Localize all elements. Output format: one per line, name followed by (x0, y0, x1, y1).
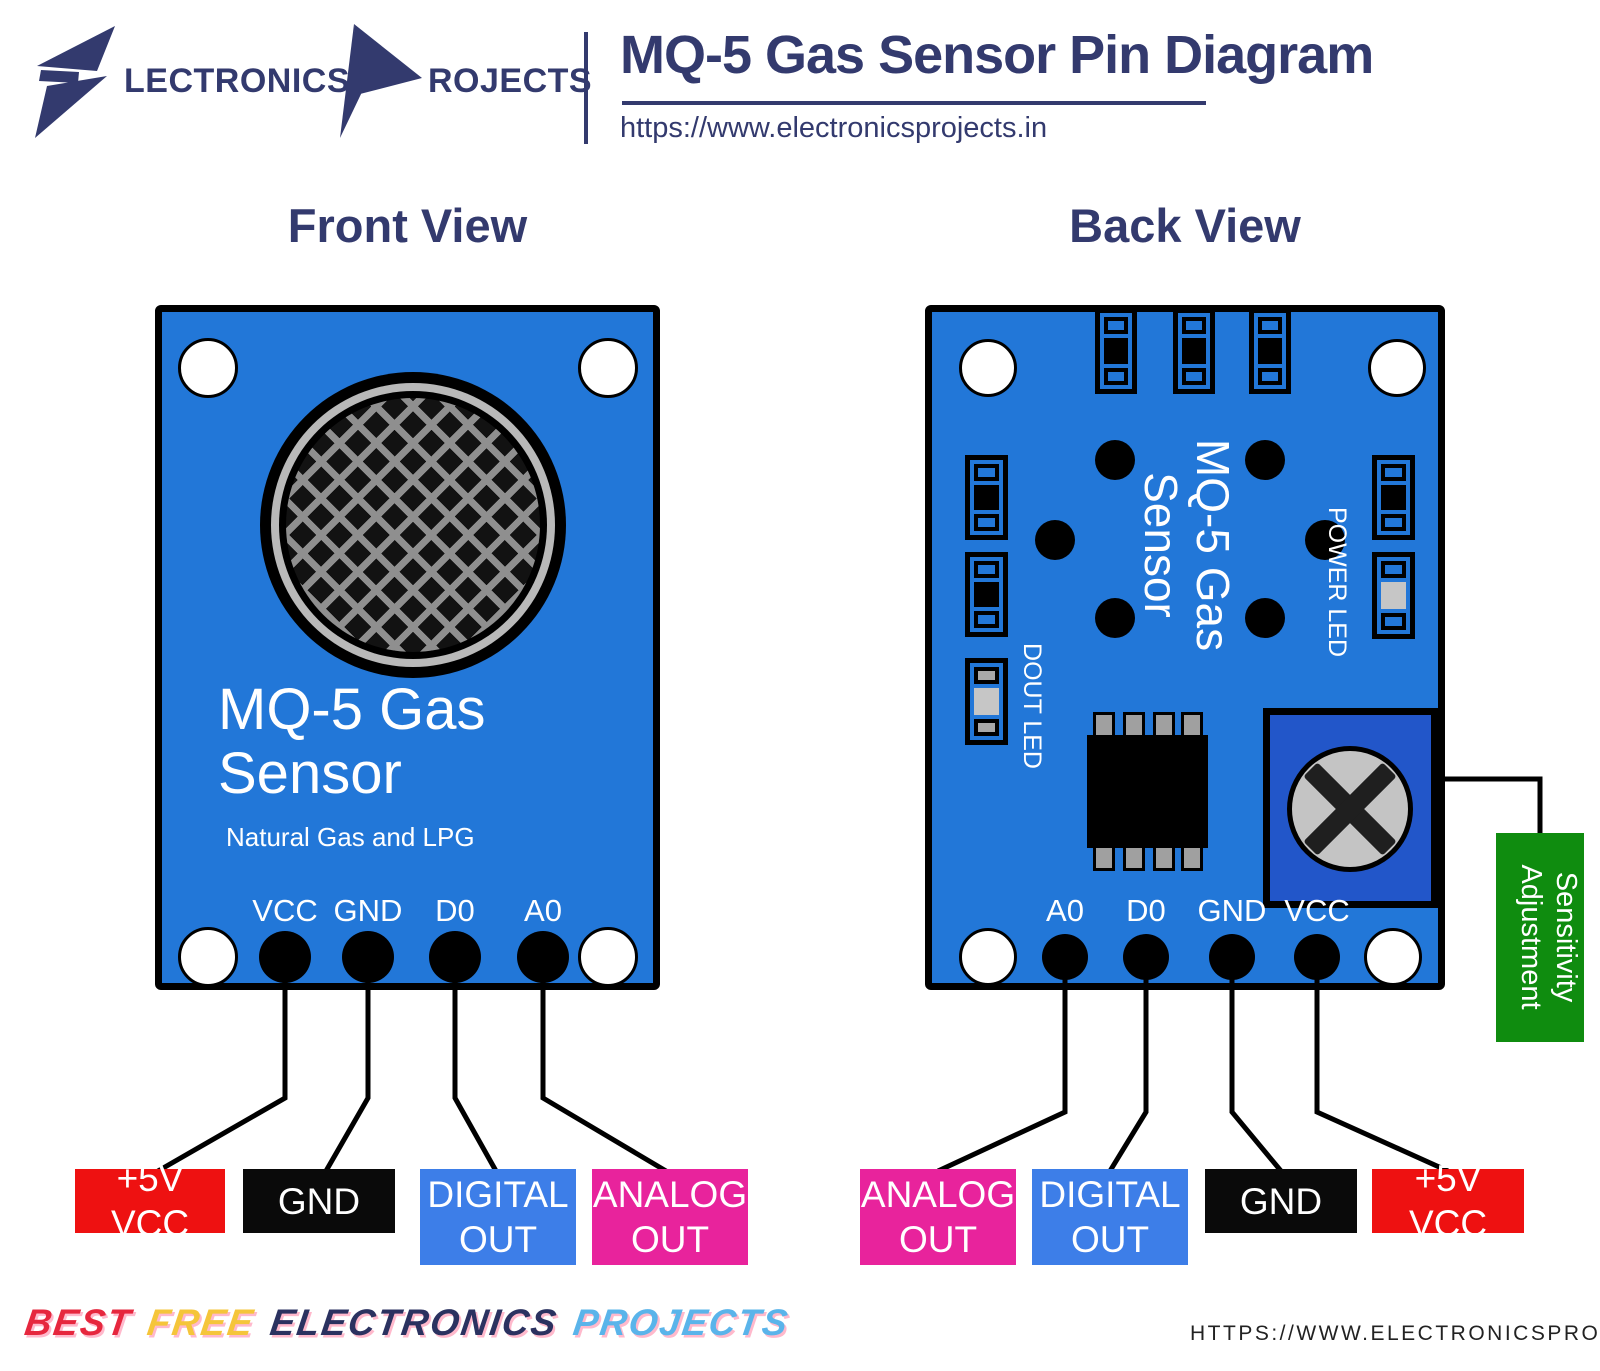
tagline-word: BEST (22, 1302, 135, 1343)
dout-led (965, 658, 1008, 745)
ic-pin (1093, 845, 1115, 871)
wire-label-back-digital: DIGITAL OUT (1032, 1169, 1188, 1265)
wire-label-front-vcc: +5V VCC (75, 1158, 225, 1244)
dout-led-label: DOUT LED (1018, 643, 1046, 769)
gas-sensor-mesh (286, 398, 540, 652)
pin-label: A0 (524, 893, 562, 928)
site-url: https://www.electronicsprojects.in (620, 112, 1048, 144)
pin-label: GND (333, 893, 403, 928)
smd-resistor (1173, 308, 1215, 394)
pin-pad (342, 931, 394, 983)
wire-label-front-gnd: GND (243, 1169, 395, 1233)
solder-dot (1095, 440, 1135, 480)
mounting-hole (178, 338, 238, 398)
mounting-hole (1368, 339, 1426, 397)
mounting-hole (178, 927, 238, 987)
wire-label-back-analog: ANALOG OUT (860, 1169, 1016, 1265)
solder-dot (1245, 440, 1285, 480)
ic-chip (1087, 735, 1208, 848)
mounting-hole (959, 928, 1017, 986)
smd-resistor (1095, 308, 1137, 394)
sensitivity-label: Sensitivity Adjustment (1515, 864, 1582, 1010)
title-underline (622, 101, 1206, 105)
tagline-word: PROJECTS (570, 1302, 792, 1343)
tagline-word: ELECTRONICS (267, 1302, 561, 1343)
smd-resistor (965, 455, 1008, 540)
ic-pin (1153, 845, 1175, 871)
wire-label-front-digital: DIGITAL OUT (420, 1169, 576, 1265)
solder-dot (1035, 520, 1075, 560)
logo-text-electronics: LECTRONICS (124, 62, 350, 100)
pin-label: VCC (252, 893, 318, 928)
power-led-label: POWER LED (1323, 506, 1351, 658)
mounting-hole (959, 339, 1017, 397)
wire-sensitivity (1438, 776, 1543, 836)
pin-label: GND (1197, 893, 1267, 928)
pin-label: VCC (1284, 893, 1350, 928)
wire-label-back-vcc: +5V VCC (1372, 1158, 1524, 1244)
front-view-title: Front View (287, 199, 528, 252)
pin-label: D0 (1126, 893, 1166, 928)
ic-pin (1181, 845, 1203, 871)
back-board-name: MQ-5 Gas Sensor (1135, 438, 1239, 652)
mounting-hole (578, 338, 638, 398)
solder-dot (1305, 520, 1345, 560)
smd-resistor (1372, 455, 1415, 540)
pin-pad (517, 931, 569, 983)
tagline-word: FREE (144, 1302, 258, 1343)
pin-pad (259, 931, 311, 983)
front-board-subtitle: Natural Gas and LPG (226, 822, 475, 852)
front-board-name: MQ-5 Gas Sensor (218, 677, 486, 806)
mounting-hole (578, 927, 638, 987)
pin-pad (1123, 934, 1169, 980)
logo-text-projects: ROJECTS (428, 62, 593, 100)
pin-pad (1294, 934, 1340, 980)
power-led (1372, 552, 1415, 639)
ic-pin (1123, 845, 1145, 871)
smd-resistor (965, 552, 1008, 637)
pin-pad (1042, 934, 1088, 980)
pin-label: D0 (435, 893, 475, 928)
logo-p-icon (340, 24, 422, 138)
mounting-hole (1364, 928, 1422, 986)
smd-resistor (1249, 308, 1291, 394)
back-view-title: Back View (1069, 199, 1301, 252)
pot-knob (1287, 746, 1413, 872)
pin-pad (429, 931, 481, 983)
header-divider (584, 32, 588, 144)
page-title: MQ-5 Gas Sensor Pin Diagram (620, 25, 1374, 85)
logo-e-icon (35, 26, 115, 138)
solder-dot (1095, 598, 1135, 638)
sensitivity-tag (1496, 833, 1584, 1042)
wire-label-back-gnd: GND (1205, 1169, 1357, 1233)
pin-pad (1209, 934, 1255, 980)
wire-label-front-analog: ANALOG OUT (592, 1169, 748, 1265)
solder-dot (1245, 598, 1285, 638)
pin-label: A0 (1046, 893, 1084, 928)
